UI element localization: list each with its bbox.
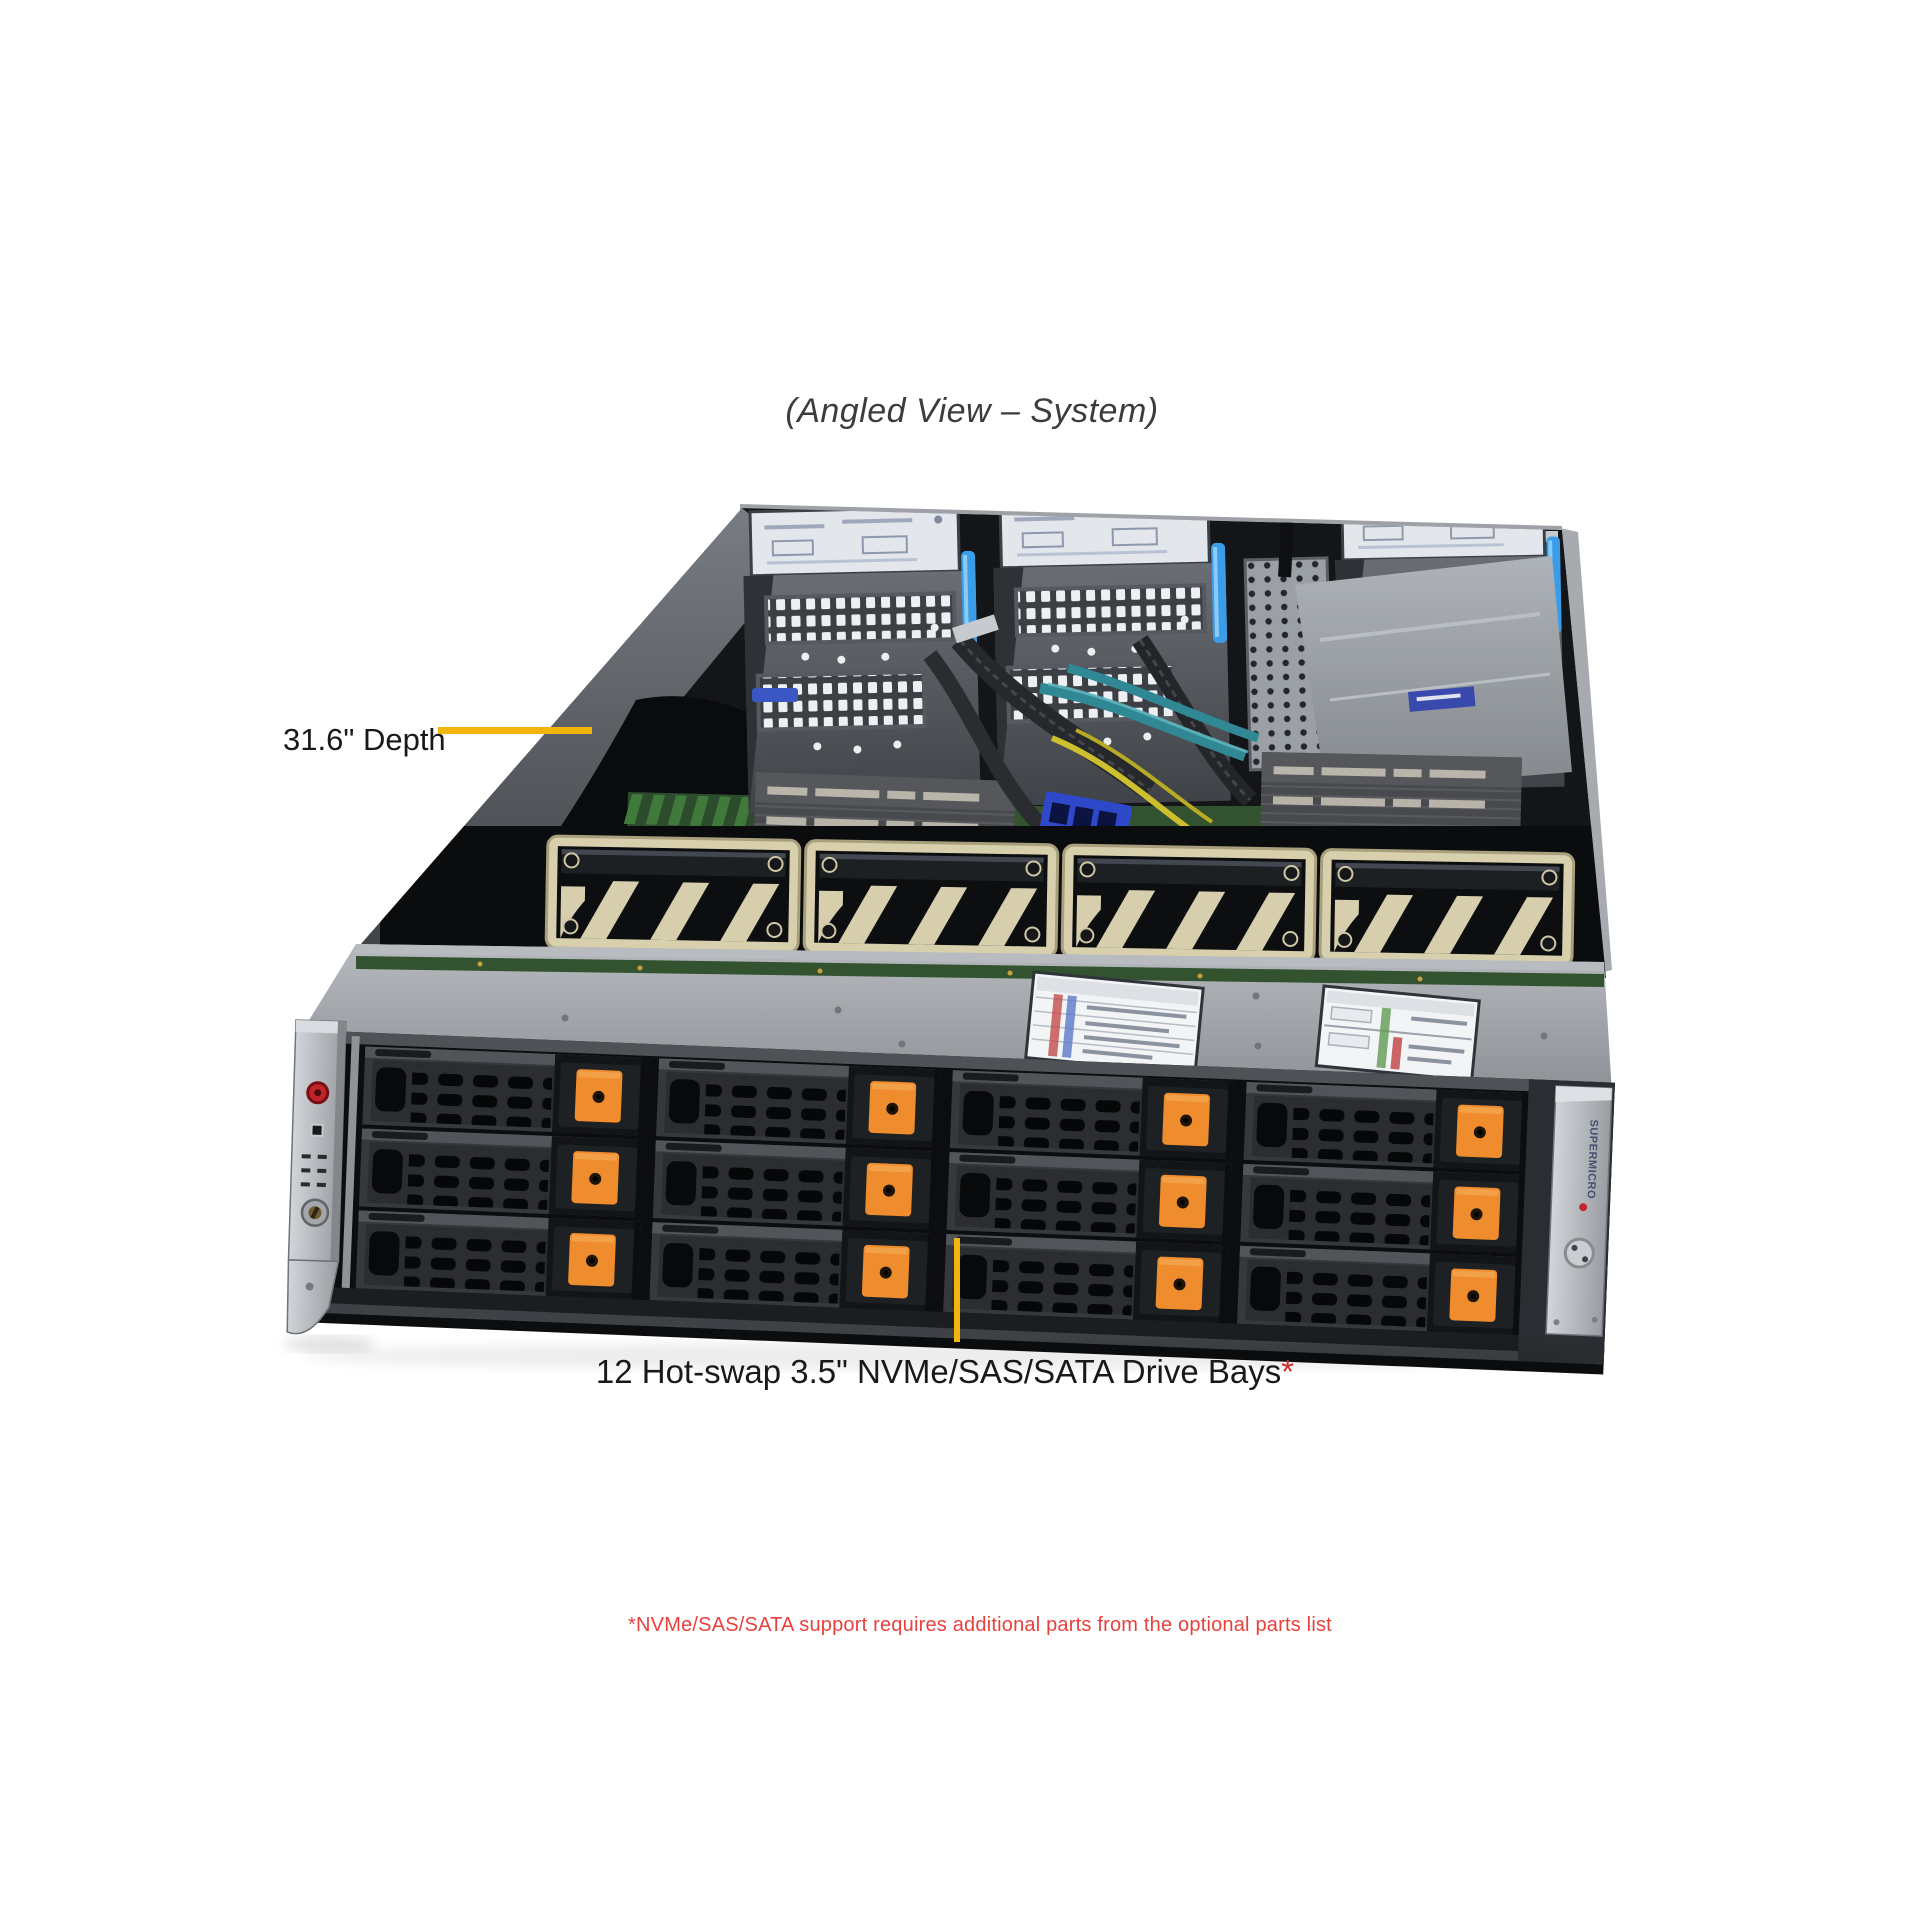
drive-tray <box>949 1070 1235 1160</box>
fan-2 <box>802 839 1060 959</box>
drive-bay-front <box>291 1030 1615 1375</box>
memory-modules <box>623 792 780 830</box>
footnote: *NVMe/SAS/SATA support requires addition… <box>628 1614 1332 1636</box>
blue-tab <box>752 688 798 702</box>
drive-bays-callout-label: 12 Hot-swap 3.5" NVMe/SAS/SATA Drive Bay… <box>545 1353 1345 1391</box>
drive-tray <box>355 1210 641 1300</box>
drive-tray <box>1243 1081 1529 1172</box>
drive-tray <box>362 1046 648 1136</box>
drive-tray <box>358 1128 644 1218</box>
front-top-plate <box>303 944 1612 1094</box>
supermicro-logo-mark <box>1579 1203 1588 1212</box>
spec-label-sticker-1 <box>1024 970 1205 1076</box>
status-leds <box>300 1154 327 1188</box>
plate-screws <box>561 992 1548 1050</box>
drive-tray <box>946 1152 1232 1242</box>
drive-tray <box>943 1233 1229 1324</box>
right-rack-ear: SUPERMICRO <box>1545 1085 1613 1337</box>
drive-tray <box>656 1058 941 1148</box>
fan-4 <box>1318 848 1576 968</box>
ear-shadow <box>284 1336 376 1352</box>
drive-tray <box>1236 1245 1522 1336</box>
drive-bays-label-text: 12 Hot-swap 3.5" NVMe/SAS/SATA Drive Bay… <box>595 1353 1282 1390</box>
chassis-top-interior <box>354 504 1612 978</box>
right-ear-lock <box>1563 1237 1595 1269</box>
pcb-solder-dots <box>477 961 1423 982</box>
drive-bays-callout-line <box>954 1238 960 1342</box>
left-ear-handle <box>286 1259 340 1335</box>
drive-tray <box>1240 1163 1526 1254</box>
air-shroud <box>1295 556 1572 792</box>
fan-3 <box>1060 843 1318 963</box>
reset-button <box>310 1123 324 1137</box>
backplane-pcb-strip <box>356 956 1604 987</box>
chassis-right-wall <box>1560 528 1612 974</box>
spec-label-sticker-2 <box>1314 984 1481 1083</box>
depth-callout-line <box>438 727 592 734</box>
drive-bays-label-asterisk: * <box>1281 1353 1295 1390</box>
cable-connector-silver <box>951 614 999 644</box>
left-rack-ear <box>286 1019 347 1335</box>
sensor-rod <box>1278 508 1295 578</box>
drive-tray <box>652 1140 938 1230</box>
riser-cage-1 <box>740 508 983 816</box>
supermicro-logo-text: SUPERMICRO <box>1584 1119 1599 1199</box>
view-title: (Angled View – System) <box>785 392 1159 430</box>
chassis-shadow <box>300 1342 1600 1370</box>
depth-callout-label: 31.6" Depth <box>283 722 446 757</box>
drive-tray <box>649 1222 935 1312</box>
fan-1 <box>544 834 802 954</box>
